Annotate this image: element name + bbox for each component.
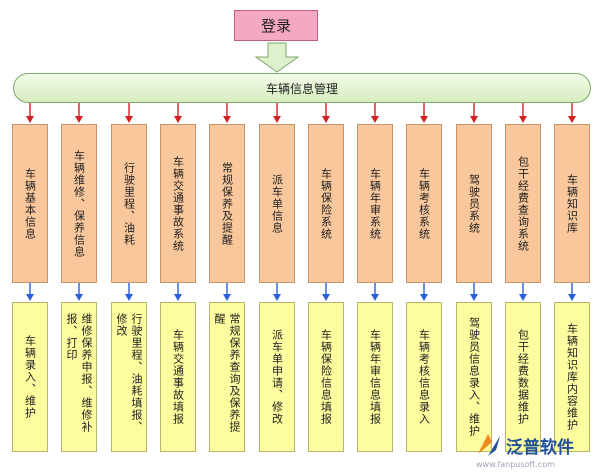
module-box: 常规保养及提醒: [209, 124, 245, 283]
function-label: 车辆保险信息填报: [319, 329, 333, 425]
function-box: 车辆知识库内容维护: [554, 302, 590, 452]
login-node: 登录: [234, 10, 318, 41]
module-box: 包干经费查询系统: [505, 124, 541, 283]
function-label: 行驶里程、油耗填报、修改: [115, 313, 143, 433]
module-box: 车辆基本信息: [12, 124, 48, 283]
function-arrow-head: [371, 294, 379, 301]
function-label: 包干经费数据维护: [516, 329, 530, 425]
login-to-system-arrow: [254, 42, 300, 73]
module-label: 车辆考核系统: [417, 167, 431, 240]
module-label: 包干经费查询系统: [516, 155, 530, 252]
module-box: 行驶里程、油耗: [111, 124, 147, 283]
module-arrow-head: [223, 116, 231, 123]
module-label: 车辆交通事故系统: [171, 155, 185, 252]
module-box: 车辆考核系统: [406, 124, 442, 283]
function-arrow-head: [519, 294, 527, 301]
module-label: 行驶里程、油耗: [122, 161, 136, 246]
function-box: 车辆交通事故填报: [160, 302, 196, 452]
module-arrow-head: [125, 116, 133, 123]
module-label: 车辆知识库: [565, 173, 579, 234]
brand-name: 泛普软件: [506, 437, 574, 458]
module-arrow-head: [174, 116, 182, 123]
function-box: 维修保养申报、维修补报、打印: [61, 302, 97, 452]
module-arrow-head: [470, 116, 478, 123]
logo-icon: [478, 434, 500, 456]
module-arrow-head: [420, 116, 428, 123]
module-arrow-head: [519, 116, 527, 123]
function-label: 车辆年审信息填报: [368, 329, 382, 425]
module-label: 车辆基本信息: [23, 167, 37, 240]
module-label: 驾驶员系统: [467, 173, 481, 234]
system-label: 车辆信息管理: [265, 81, 338, 96]
function-box: 车辆考核信息录入: [406, 302, 442, 452]
module-box: 派车单信息: [259, 124, 295, 283]
function-arrow-head: [75, 294, 83, 301]
module-label: 车辆保险系统: [319, 167, 333, 240]
function-box: 驾驶员信息录入、维护: [456, 302, 492, 452]
module-arrow-head: [371, 116, 379, 123]
function-label: 派车单申请、修改: [270, 329, 284, 425]
function-box: 车辆录入、维护: [12, 302, 48, 452]
function-arrow-head: [223, 294, 231, 301]
function-label: 车辆知识库内容维护: [565, 323, 579, 431]
module-box: 车辆维修、保养信息: [61, 124, 97, 283]
module-label: 派车单信息: [270, 173, 284, 234]
function-label: 车辆考核信息录入: [417, 329, 431, 425]
module-label: 车辆年审系统: [368, 167, 382, 240]
function-arrow-head: [174, 294, 182, 301]
function-box: 行驶里程、油耗填报、修改: [111, 302, 147, 452]
login-label: 登录: [260, 17, 291, 35]
function-label: 驾驶员信息录入、维护: [467, 317, 481, 437]
module-label: 车辆维修、保养信息: [72, 149, 86, 258]
function-arrow-head: [273, 294, 281, 301]
function-box: 派车单申请、修改: [259, 302, 295, 452]
module-box: 车辆知识库: [554, 124, 590, 283]
module-arrow-head: [26, 116, 34, 123]
module-box: 车辆交通事故系统: [160, 124, 196, 283]
module-arrow-head: [568, 116, 576, 123]
function-box: 车辆年审信息填报: [357, 302, 393, 452]
function-arrow-head: [568, 294, 576, 301]
function-label: 车辆交通事故填报: [171, 329, 185, 425]
function-label: 车辆录入、维护: [23, 335, 37, 419]
module-arrow-head: [273, 116, 281, 123]
function-arrow-head: [322, 294, 330, 301]
module-box: 车辆年审系统: [357, 124, 393, 283]
system-node: 车辆信息管理: [13, 73, 591, 103]
module-label: 常规保养及提醒: [220, 161, 234, 246]
function-box: 包干经费数据维护: [505, 302, 541, 452]
module-box: 车辆保险系统: [308, 124, 344, 283]
brand-logo: 泛普软件: [474, 428, 602, 462]
function-label: 常规保养查询及保养提醒: [213, 313, 241, 433]
function-label: 维修保养申报、维修补报、打印: [65, 313, 93, 433]
brand-url: www.fanpusoft.com: [476, 460, 555, 469]
module-box: 驾驶员系统: [456, 124, 492, 283]
function-box: 常规保养查询及保养提醒: [209, 302, 245, 452]
function-arrow-head: [420, 294, 428, 301]
module-arrow-head: [322, 116, 330, 123]
module-arrow-head: [75, 116, 83, 123]
function-box: 车辆保险信息填报: [308, 302, 344, 452]
function-arrow-head: [125, 294, 133, 301]
function-arrow-head: [26, 294, 34, 301]
function-arrow-head: [470, 294, 478, 301]
